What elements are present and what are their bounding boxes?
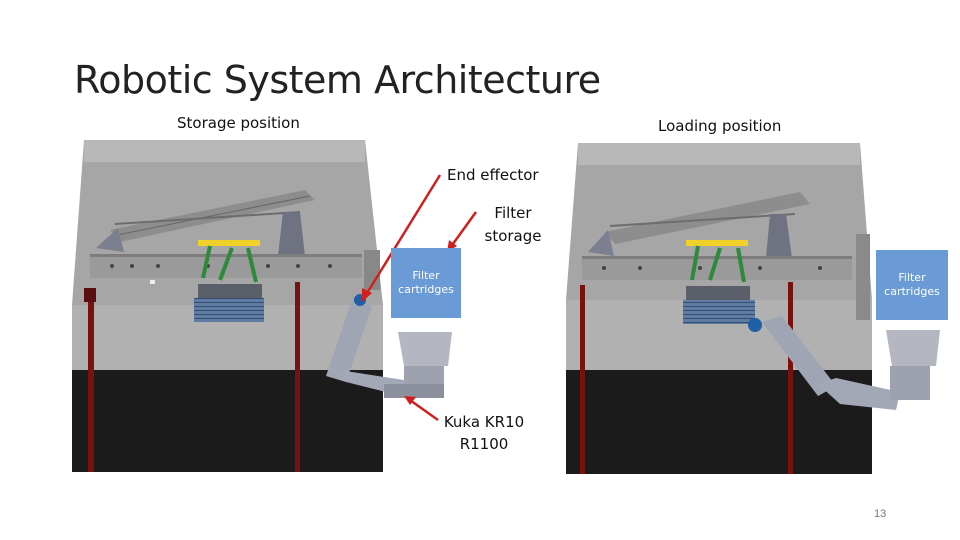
left-pillar-2 xyxy=(295,282,300,472)
right-gantry xyxy=(582,192,852,324)
right-box-line2: cartridges xyxy=(884,285,940,298)
left-kuka-robot xyxy=(326,294,452,398)
right-end-effector-marker xyxy=(748,318,762,332)
filter-storage-label: Filter storage xyxy=(480,204,546,245)
filter-cartridges-box-left: Filter cartridges xyxy=(391,248,461,318)
left-yellow-effector xyxy=(198,240,260,246)
page-number: 13 xyxy=(874,508,887,520)
left-gantry xyxy=(90,190,362,322)
right-pillar-1 xyxy=(580,285,585,474)
filter-storage-line2: storage xyxy=(484,227,542,245)
right-box-line1: Filter xyxy=(898,271,926,284)
right-cartridge-stack xyxy=(683,300,755,324)
kuka-line2: R1100 xyxy=(459,435,509,453)
end-effector-arrow xyxy=(362,174,442,299)
filter-storage-arrow xyxy=(448,211,478,249)
filter-cartridges-box-right: Filter cartridges xyxy=(876,250,948,320)
kuka-line1: Kuka KR10 xyxy=(443,413,525,431)
left-box-line1: Filter xyxy=(412,269,440,282)
left-box-line2: cartridges xyxy=(398,283,454,296)
loading-position-label: Loading position xyxy=(658,117,782,135)
right-pillar-2 xyxy=(788,282,793,474)
end-effector-label: End effector xyxy=(447,166,539,184)
left-pillar-1 xyxy=(88,290,94,472)
right-kuka-robot xyxy=(748,316,940,410)
annotation-arrows xyxy=(362,174,478,422)
slide-title: Robotic System Architecture xyxy=(74,58,601,102)
kuka-robot-label: Kuka KR10 R1100 xyxy=(438,413,530,453)
storage-position-label: Storage position xyxy=(177,114,300,132)
filter-storage-line1: Filter xyxy=(494,204,532,222)
left-cartridge-stack xyxy=(194,298,264,322)
right-yellow-effector xyxy=(686,240,748,246)
